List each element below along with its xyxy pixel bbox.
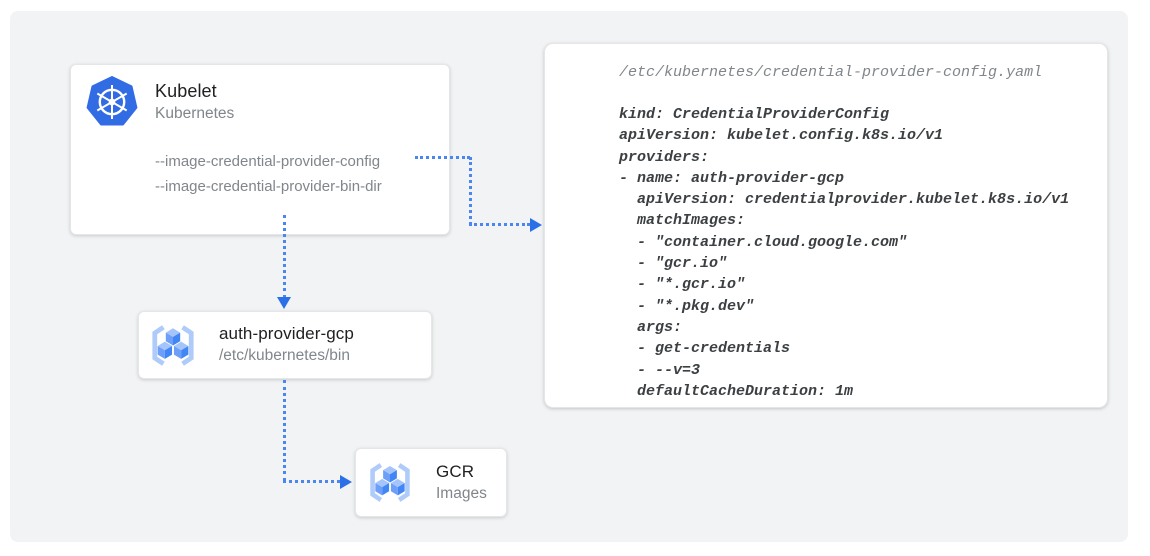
- node-gcr: GCR Images: [355, 448, 507, 517]
- node-auth-provider-gcp: auth-provider-gcp /etc/kubernetes/bin: [138, 311, 432, 379]
- kubelet-flags: --image-credential-provider-config --ima…: [155, 149, 382, 199]
- kubernetes-icon: [86, 76, 138, 128]
- arrowhead-right-icon: [340, 475, 352, 489]
- credential-provider-config-panel: /etc/kubernetes/credential-provider-conf…: [544, 43, 1108, 408]
- kubelet-flag-config: --image-credential-provider-config: [155, 153, 381, 170]
- kubelet-subtitle: Kubernetes: [155, 105, 235, 122]
- gcr-subtitle: Images: [436, 485, 487, 502]
- arrowhead-down-icon: [277, 297, 291, 309]
- kubelet-flag-bin-dir: --image-credential-provider-bin-dir: [155, 178, 382, 195]
- edge-kubelet-to-auth-provider-segment: [283, 215, 286, 298]
- gcr-icon: [368, 462, 412, 503]
- config-file-path: /etc/kubernetes/credential-provider-conf…: [619, 64, 1043, 81]
- edge-config-flag-to-yaml-segment: [415, 156, 470, 159]
- yaml-code: kind: CredentialProviderConfig apiVersio…: [619, 106, 1070, 400]
- edge-auth-provider-to-gcr-segment: [283, 380, 286, 481]
- edge-config-flag-to-yaml-segment: [469, 223, 530, 226]
- auth-provider-subtitle: /etc/kubernetes/bin: [219, 347, 350, 364]
- node-kubelet: Kubelet Kubernetes --image-credential-pr…: [70, 64, 450, 235]
- edge-config-flag-to-yaml-segment: [469, 157, 472, 225]
- edge-auth-provider-to-gcr-segment: [283, 480, 340, 483]
- arrowhead-right-icon: [530, 218, 542, 232]
- kubelet-title: Kubelet: [155, 81, 217, 101]
- gcr-title: GCR: [436, 462, 475, 481]
- gcr-icon: [150, 324, 196, 367]
- auth-provider-title: auth-provider-gcp: [219, 324, 354, 343]
